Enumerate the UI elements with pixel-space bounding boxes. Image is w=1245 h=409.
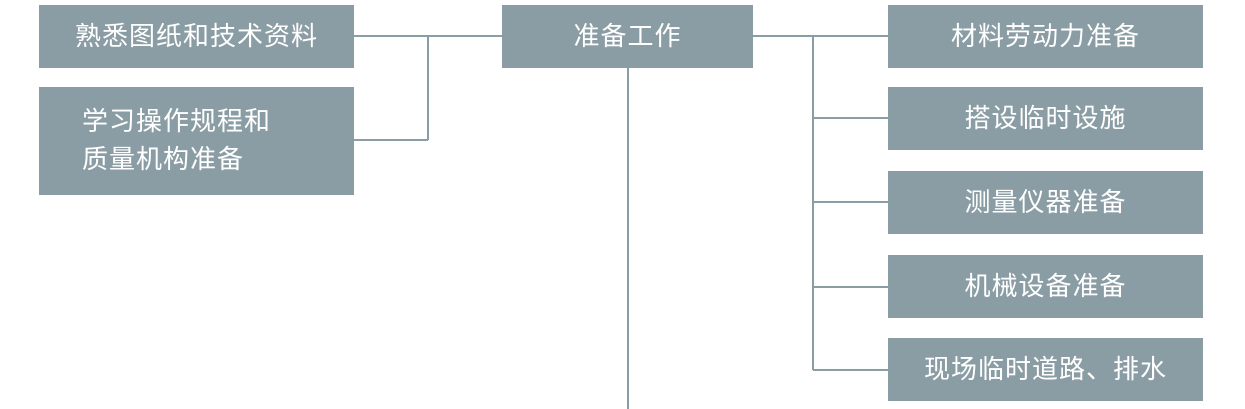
node-site-roads-drainage-label: 现场临时道路、排水 (923, 354, 1167, 385)
node-materials-labor-label: 材料劳动力准备 (950, 21, 1140, 52)
node-temporary-facilities-label: 搭设临时设施 (964, 103, 1127, 134)
node-preparation-work-label: 准备工作 (573, 21, 682, 52)
node-survey-instruments-label: 测量仪器准备 (964, 187, 1127, 218)
node-temporary-facilities: 搭设临时设施 (888, 87, 1203, 150)
node-learn-procedures-line-2: 质量机构准备 (81, 145, 244, 175)
node-learn-procedures: 学习操作规程和 质量机构准备 (39, 87, 354, 195)
node-machinery-equipment: 机械设备准备 (888, 255, 1203, 318)
node-learn-procedures-text: 学习操作规程和 质量机构准备 (82, 103, 311, 179)
node-preparation-work: 准备工作 (502, 5, 753, 68)
node-machinery-equipment-label: 机械设备准备 (964, 271, 1127, 302)
node-familiarize-drawings-label: 熟悉图纸和技术资料 (74, 21, 318, 52)
node-familiarize-drawings: 熟悉图纸和技术资料 (39, 5, 354, 68)
node-learn-procedures-line-1: 学习操作规程和 (81, 107, 271, 137)
node-survey-instruments: 测量仪器准备 (888, 171, 1203, 234)
node-materials-labor: 材料劳动力准备 (888, 5, 1203, 68)
node-site-roads-drainage: 现场临时道路、排水 (888, 338, 1203, 401)
